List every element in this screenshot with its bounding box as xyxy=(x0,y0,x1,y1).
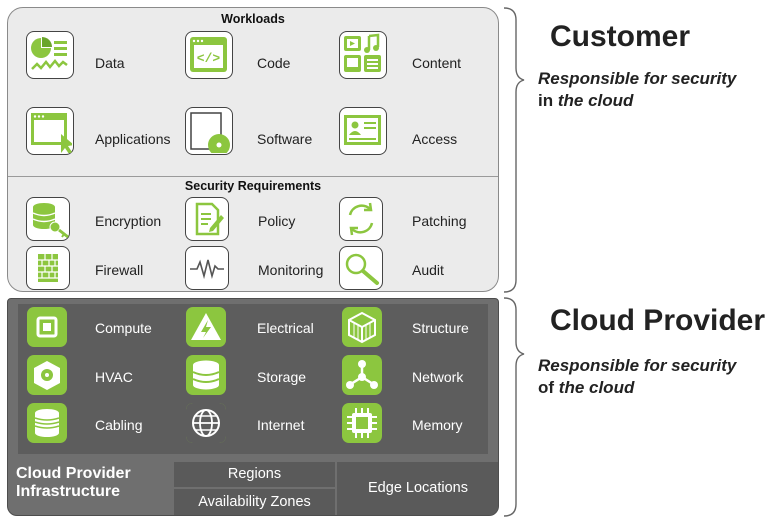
heartbeat-icon xyxy=(185,246,229,290)
security-label-policy: Policy xyxy=(258,213,296,229)
provider-label-electrical: Electrical xyxy=(257,320,314,336)
provider-label-memory: Memory xyxy=(412,417,463,433)
cabling-spool-icon xyxy=(27,403,67,443)
security-title: Security Requirements xyxy=(184,179,322,193)
provider-title: Cloud Provider xyxy=(550,304,766,337)
customer-subtitle: Responsible for security in the cloud xyxy=(538,68,736,112)
customer-subtitle-line1: Responsible for security xyxy=(538,69,737,88)
security-label-encryption: Encryption xyxy=(95,213,162,229)
network-icon xyxy=(342,355,382,395)
workload-label-software: Software xyxy=(257,131,313,147)
section-divider xyxy=(8,176,498,177)
infrastructure-label: Cloud Provider Infrastructure xyxy=(16,465,176,501)
workloads-title: Workloads xyxy=(221,12,285,26)
customer-brace xyxy=(503,7,525,517)
database-key-icon xyxy=(26,197,70,241)
data-chart-icon xyxy=(26,31,74,79)
policy-document-icon xyxy=(185,197,229,241)
storage-icon xyxy=(186,355,226,395)
workload-label-data: Data xyxy=(95,55,125,71)
provider-subtitle: Responsible for security of the cloud xyxy=(538,355,736,399)
provider-label-storage: Storage xyxy=(257,369,307,385)
application-window-icon xyxy=(26,107,74,155)
code-icon: </> xyxy=(185,31,233,79)
security-label-audit: Audit xyxy=(412,262,444,278)
chip-icon xyxy=(27,307,67,347)
security-label-firewall: Firewall xyxy=(95,262,144,278)
workload-label-code: Code xyxy=(257,55,291,71)
electrical-icon xyxy=(186,307,226,347)
provider-subtitle-line1: Responsible for security xyxy=(538,356,737,375)
workload-label-content: Content xyxy=(412,55,462,71)
workload-label-access: Access xyxy=(412,131,458,147)
provider-subtitle-emph: the cloud xyxy=(558,378,635,397)
infrastructure-label-line2: Infrastructure xyxy=(16,483,121,500)
regions-box: Regions xyxy=(174,462,335,487)
customer-subtitle-prefix: in xyxy=(538,91,554,110)
software-disc-icon xyxy=(185,107,233,156)
memory-chip-icon xyxy=(342,403,382,443)
infrastructure-label-line1: Cloud Provider xyxy=(16,465,131,482)
customer-panel xyxy=(7,7,499,292)
globe-icon xyxy=(186,403,226,443)
provider-subtitle-prefix: of xyxy=(538,378,555,397)
provider-services-grid xyxy=(18,304,488,454)
customer-title: Customer xyxy=(550,20,691,53)
provider-label-compute: Compute xyxy=(95,320,152,336)
structure-cube-icon xyxy=(342,307,382,347)
content-icon xyxy=(339,31,387,79)
security-label-monitoring: Monitoring xyxy=(258,262,324,278)
magnifier-icon xyxy=(339,246,383,290)
provider-label-network: Network xyxy=(412,369,464,385)
security-label-patching: Patching xyxy=(412,213,467,229)
customer-subtitle-emph: the cloud xyxy=(557,91,634,110)
workload-label-applications: Applications xyxy=(95,131,171,147)
edge-locations-box: Edge Locations xyxy=(337,462,498,515)
hvac-icon xyxy=(27,355,67,395)
provider-label-internet: Internet xyxy=(257,417,305,433)
provider-label-hvac: HVAC xyxy=(95,369,133,385)
provider-label-cabling: Cabling xyxy=(95,417,143,433)
provider-panel: Cloud Provider Infrastructure Regions Av… xyxy=(7,298,499,516)
refresh-cycle-icon xyxy=(339,197,383,241)
provider-label-structure: Structure xyxy=(412,320,469,336)
firewall-icon xyxy=(26,246,70,290)
id-card-icon xyxy=(339,107,387,155)
availability-zones-box: Availability Zones xyxy=(174,489,335,515)
svg-text:</>: </> xyxy=(197,51,221,66)
